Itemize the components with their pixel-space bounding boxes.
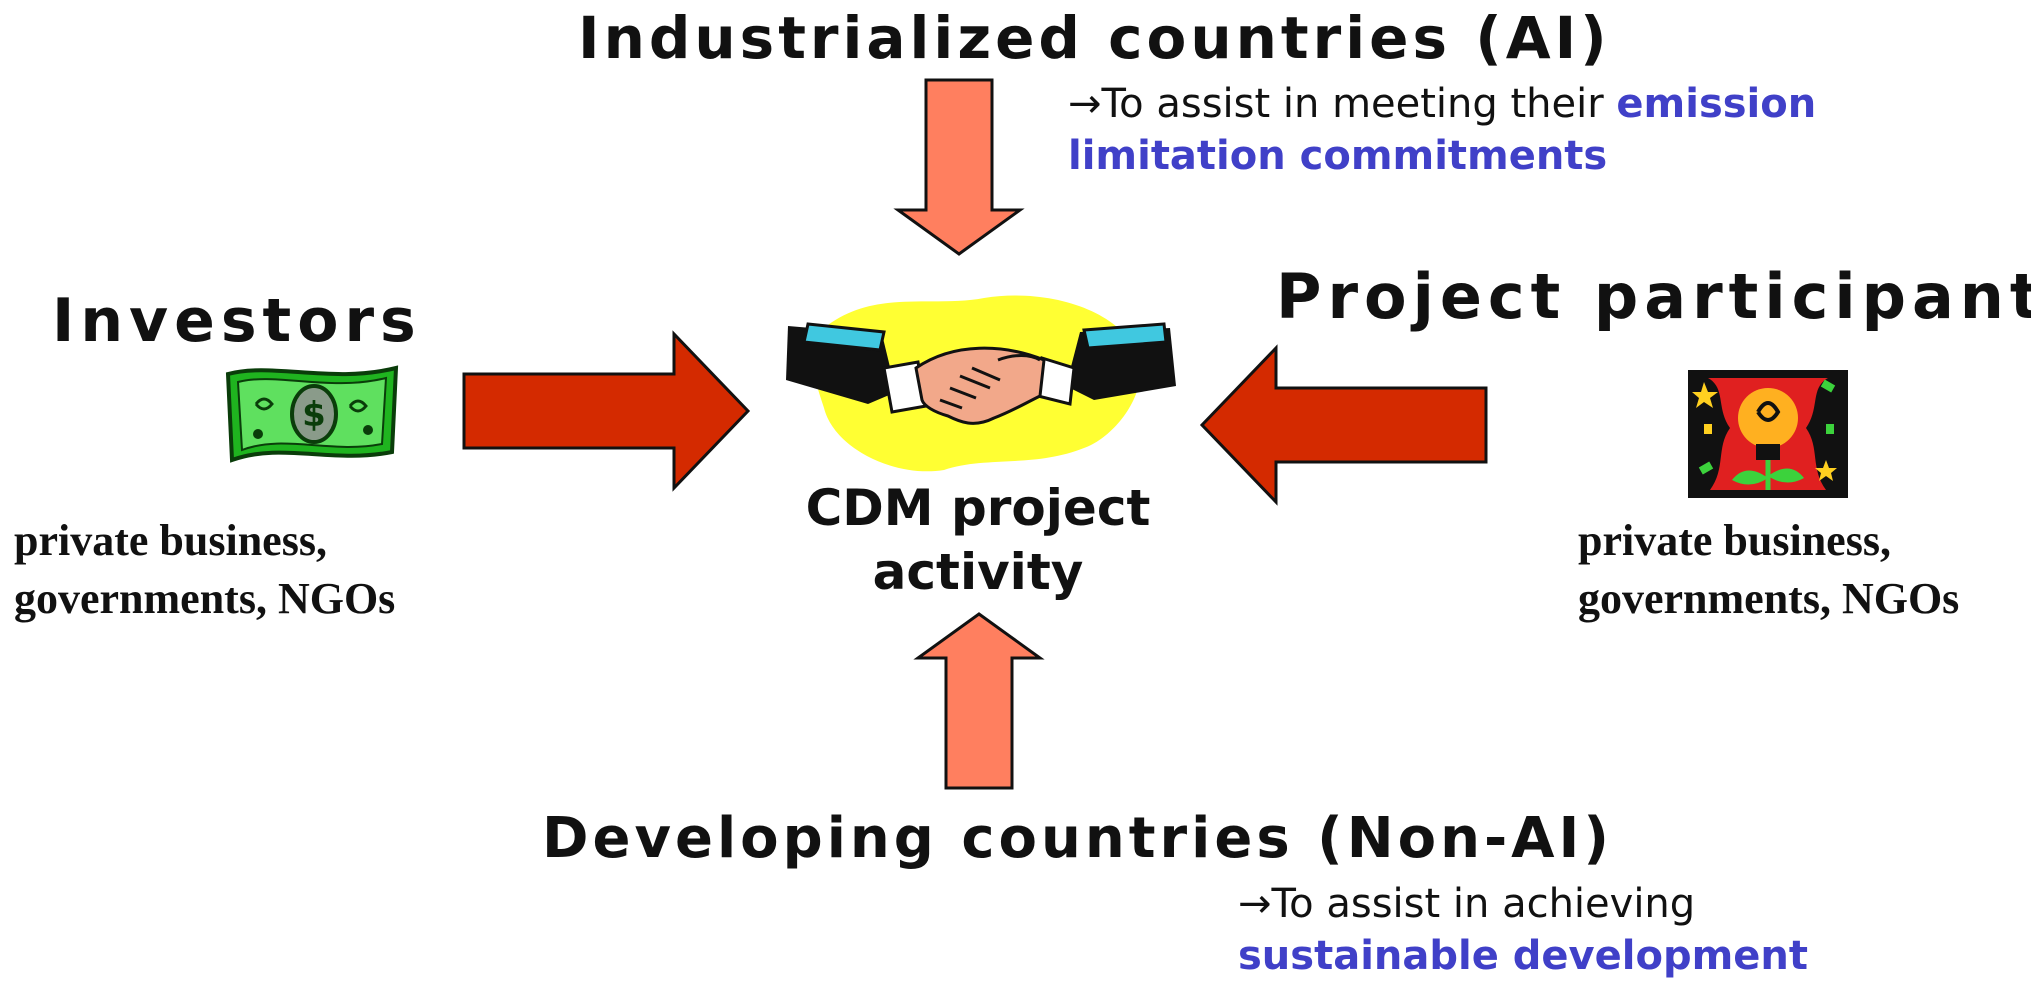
bottom-heading: Developing countries (Non-AI) xyxy=(542,806,1613,871)
bottom-note-prefix: →To assist in achieving xyxy=(1238,881,1696,927)
down-arrow xyxy=(893,78,1025,256)
left-sublabel: private business, governments, NGOs xyxy=(14,512,395,628)
right-sublabel: private business, governments, NGOs xyxy=(1578,512,1959,628)
money-bill-icon: $ xyxy=(225,365,399,463)
right-heading: Project participants xyxy=(1276,260,2031,333)
top-note-emphasis: emission limitation commitments xyxy=(1068,81,1817,179)
center-label: CDM project activity xyxy=(776,476,1180,604)
svg-text:$: $ xyxy=(302,395,326,435)
left-sublabel-line1: private business, xyxy=(14,516,327,565)
top-heading: Industrialized countries (AI) xyxy=(578,4,1611,72)
center-label-line1: CDM project xyxy=(805,479,1151,537)
bottom-note: →To assist in achieving sustainable deve… xyxy=(1238,878,1998,982)
right-sublabel-line2: governments, NGOs xyxy=(1578,574,1960,623)
top-note-prefix: →To assist in meeting their xyxy=(1068,81,1617,127)
lightbulb-plant-icon xyxy=(1688,370,1848,498)
up-arrow xyxy=(913,612,1045,790)
left-sublabel-line2: governments, NGOs xyxy=(14,574,396,623)
left-heading: Investors xyxy=(52,286,422,356)
right-sublabel-line1: private business, xyxy=(1578,516,1891,565)
bottom-note-emphasis: sustainable development xyxy=(1238,933,1808,979)
handshake-icon xyxy=(786,295,1176,472)
right-arrow xyxy=(462,330,751,492)
center-label-line2: activity xyxy=(872,543,1084,601)
left-arrow xyxy=(1199,344,1488,506)
top-note: →To assist in meeting their emission lim… xyxy=(1068,78,1928,182)
